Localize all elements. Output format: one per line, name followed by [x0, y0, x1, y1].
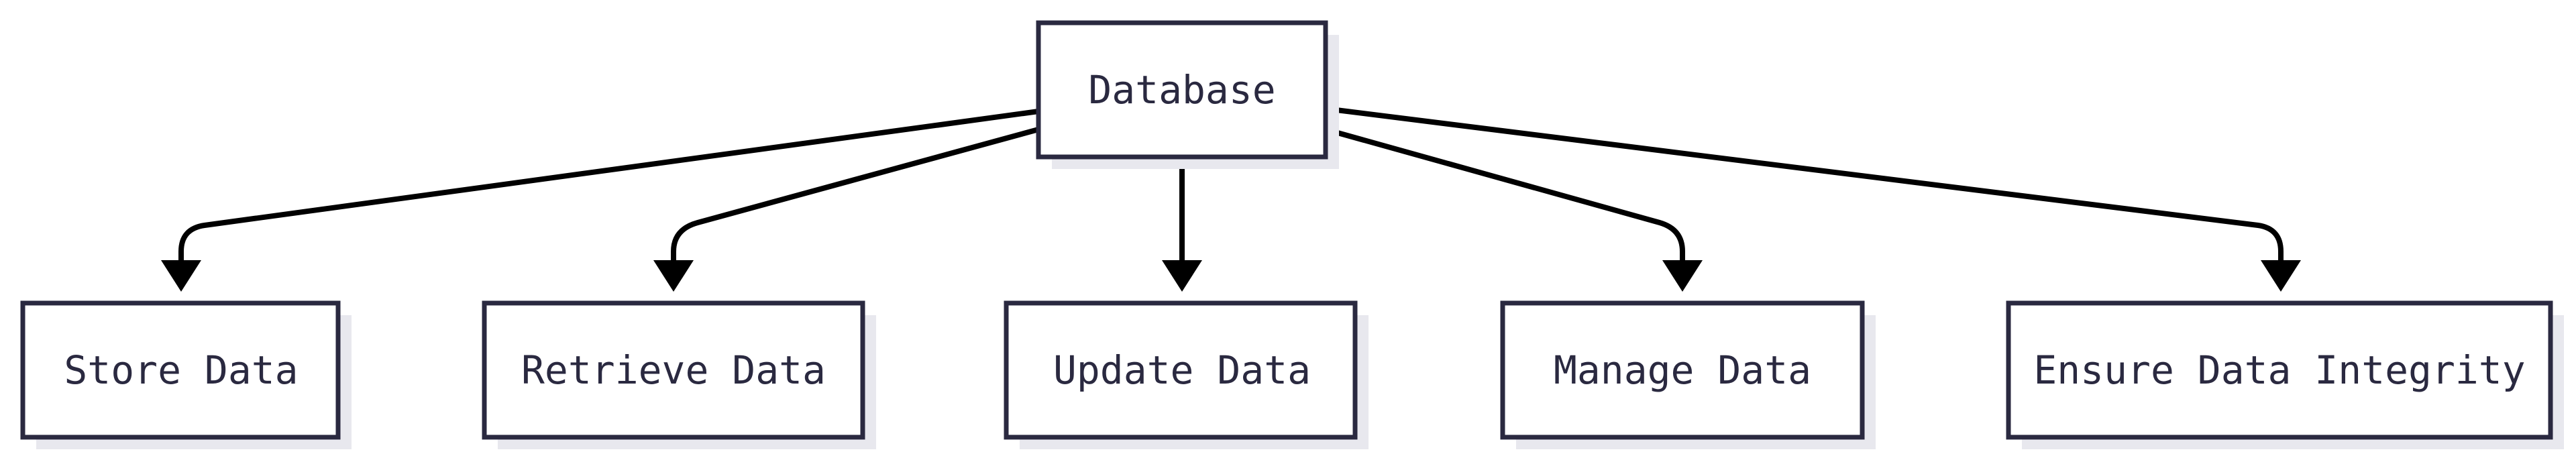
edge-database-to-manage-data: [1324, 127, 1685, 260]
node-database[interactable]: Database: [1036, 20, 1339, 169]
arrowhead-store-data: [161, 260, 201, 292]
edge-database-to-retrieve-data: [671, 127, 1040, 260]
arrowhead-update-data: [1162, 260, 1202, 292]
node-store-data[interactable]: Store Data: [20, 300, 352, 449]
node-manage-data[interactable]: Manage Data: [1500, 300, 1876, 449]
edge-database-to-ensure-data-integrity: [1325, 106, 2284, 260]
node-label-update-data: Update Data: [1053, 347, 1311, 393]
node-box: [2006, 300, 2553, 440]
node-update-data[interactable]: Update Data: [1004, 300, 1368, 449]
arrowhead-manage-data: [1662, 260, 1703, 292]
node-retrieve-data[interactable]: Retrieve Data: [482, 300, 876, 449]
node-label-manage-data: Manage Data: [1554, 347, 1811, 393]
node-label-retrieve-data: Retrieve Data: [521, 347, 826, 393]
edges: [161, 106, 2301, 292]
node-box: [1500, 300, 1865, 440]
node-box: [1004, 300, 1358, 440]
edge-database-to-store-data: [178, 109, 1039, 260]
node-box: [1036, 20, 1328, 160]
arrowhead-retrieve-data: [653, 260, 694, 292]
node-box: [20, 300, 341, 440]
node-label-ensure-data-integrity: Ensure Data Integrity: [2033, 347, 2525, 393]
node-box: [482, 300, 865, 440]
node-label-database: Database: [1088, 67, 1275, 113]
node-ensure-data-integrity[interactable]: Ensure Data Integrity: [2006, 300, 2564, 449]
arrowhead-ensure-data-integrity: [2261, 260, 2301, 292]
node-label-store-data: Store Data: [64, 347, 298, 393]
